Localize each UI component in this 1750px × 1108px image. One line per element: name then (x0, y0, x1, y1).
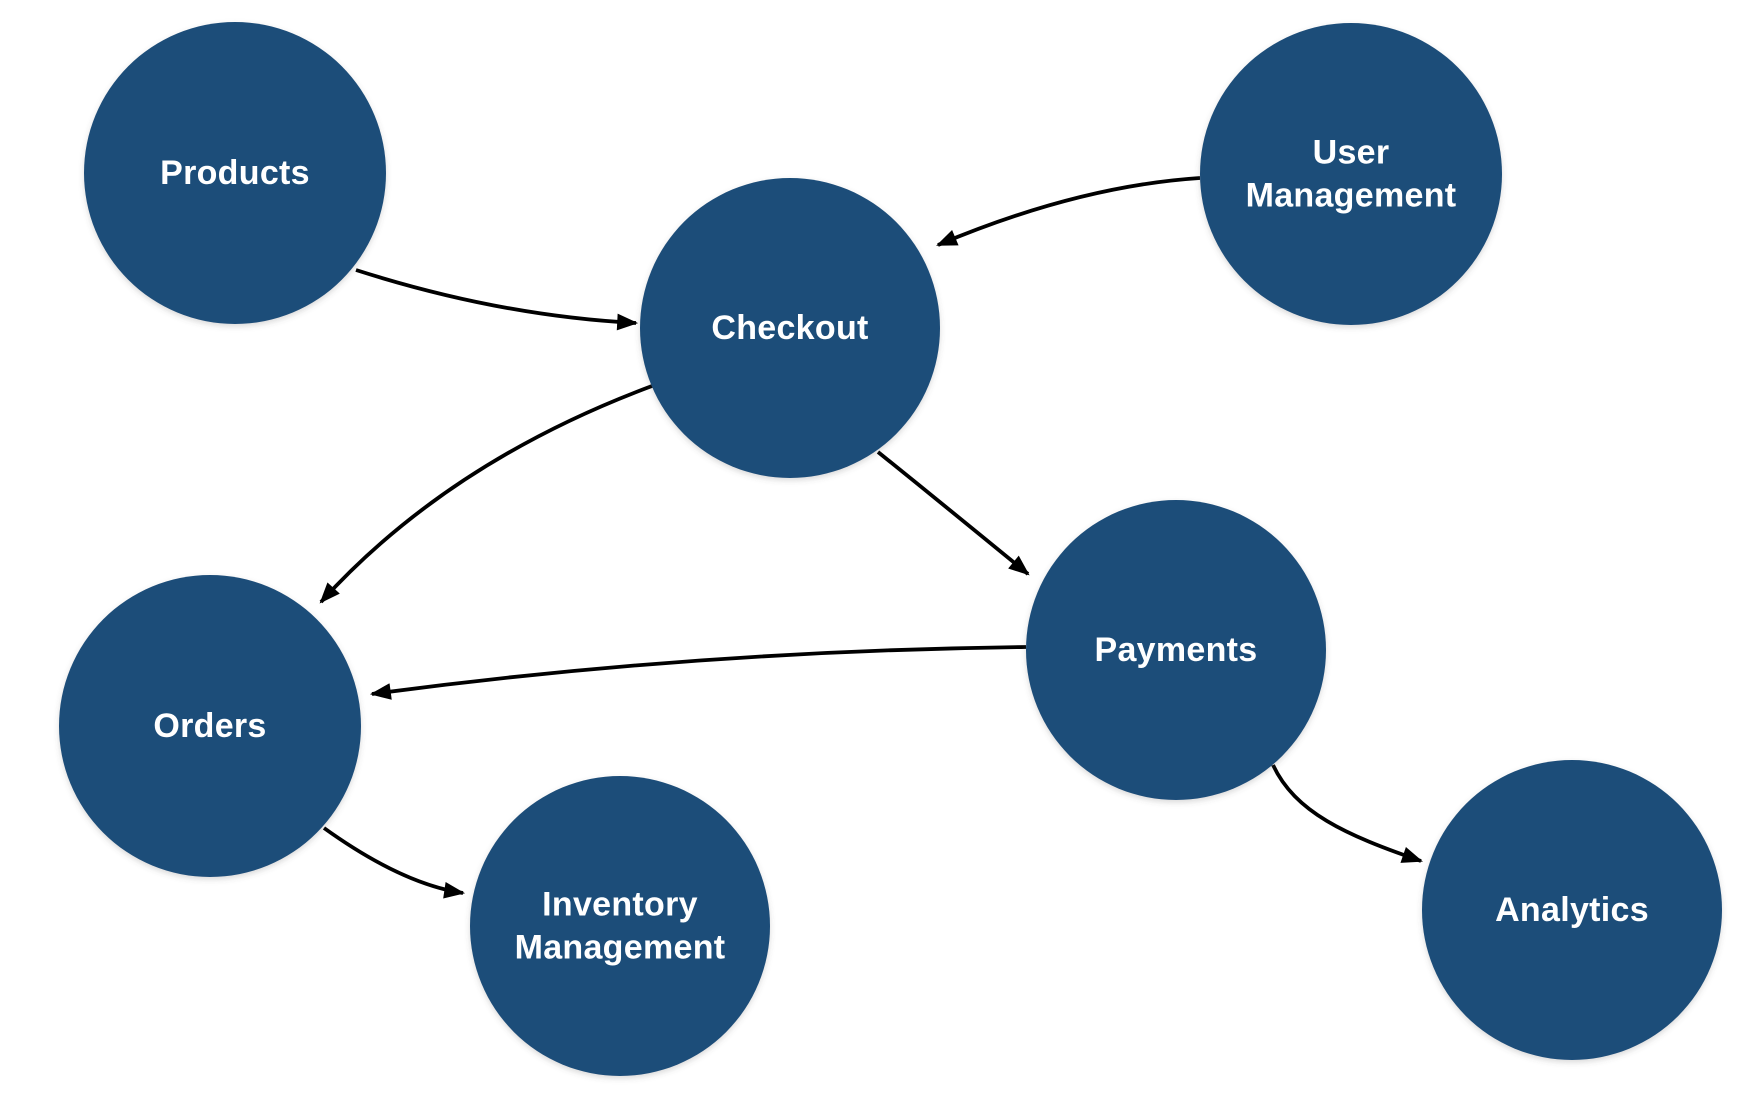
node-checkout[interactable]: Checkout (640, 178, 940, 478)
edge-checkout-to-orders (319, 384, 653, 604)
payments-label: Payments (1094, 631, 1257, 669)
node-analytics[interactable]: Analytics (1422, 760, 1722, 1060)
edges-layer (319, 176, 1423, 899)
products-label: Products (160, 154, 310, 192)
user-management-circle[interactable] (1200, 23, 1502, 325)
node-orders[interactable]: Orders (59, 575, 361, 877)
analytics-label: Analytics (1495, 891, 1649, 929)
node-payments[interactable]: Payments (1026, 500, 1326, 800)
orders-label: Orders (153, 707, 266, 745)
edge-checkout-to-payments (876, 450, 1030, 576)
edge-orders-to-inventory-management (322, 826, 466, 899)
payments-circle[interactable] (1026, 500, 1326, 800)
inventory-management-circle[interactable] (470, 776, 770, 1076)
analytics-circle[interactable] (1422, 760, 1722, 1060)
edge-products-to-checkout (355, 268, 639, 331)
checkout-circle[interactable] (640, 178, 940, 478)
edge-payments-to-analytics (1271, 764, 1423, 863)
checkout-label: Checkout (711, 309, 868, 347)
edge-user-management-to-checkout (936, 176, 1201, 247)
orders-circle[interactable] (59, 575, 361, 877)
node-products[interactable]: Products (84, 22, 386, 324)
edge-payments-to-orders (369, 645, 1027, 700)
products-circle[interactable] (84, 22, 386, 324)
